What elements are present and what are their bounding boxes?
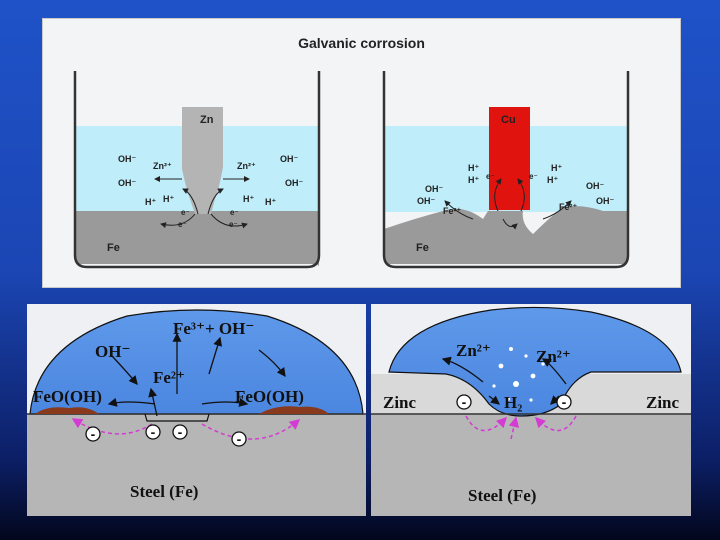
- galvanic-corrosion-panel: Galvanic corrosion: [42, 18, 681, 288]
- zn2-label-right: Zn²⁺: [536, 347, 571, 366]
- ion-h-r3: H⁺: [551, 163, 562, 173]
- hydroxide-label: OH⁻: [95, 342, 130, 361]
- electron-3: e⁻: [230, 208, 239, 217]
- electron-marker-3: -: [172, 424, 188, 440]
- steel-corrosion-panel: - - - - Fe³⁺+ OH⁻ OH⁻ Fe²⁺ FeO(OH) FeO(O…: [27, 304, 366, 516]
- ion-oh-4: OH⁻: [285, 178, 304, 188]
- steel-label-left: Steel (Fe): [130, 482, 198, 501]
- ion-zn-1: Zn²⁺: [153, 161, 172, 171]
- base-label-fe-right: Fe: [416, 242, 429, 254]
- ion-h-4: H⁺: [265, 197, 276, 207]
- fe2-label: Fe²⁺: [153, 368, 185, 387]
- electron-4: e⁻: [229, 220, 238, 229]
- ion-h-r2: H⁺: [468, 175, 479, 185]
- ion-oh-r4: OH⁻: [596, 196, 615, 206]
- ion-oh-1: OH⁻: [118, 154, 137, 164]
- svg-text:-: -: [237, 431, 242, 447]
- ion-h-r4: H⁺: [547, 175, 558, 185]
- svg-text:-: -: [178, 424, 183, 440]
- ion-oh-2: OH⁻: [118, 178, 137, 188]
- rod-label-cu: Cu: [501, 114, 516, 126]
- electron-marker-r2: -: [556, 394, 572, 410]
- zinc-label-right: Zinc: [646, 393, 680, 412]
- steel-substrate-right: [371, 414, 691, 516]
- rust-deposit-right: [259, 406, 329, 414]
- zinc-label-left: Zinc: [383, 393, 417, 412]
- beaker-wall-right: [382, 71, 630, 269]
- steel-label-right: Steel (Fe): [468, 486, 536, 505]
- zinc-iron-beaker: [73, 71, 321, 269]
- electron-r1: e⁻: [486, 172, 495, 181]
- water-droplet-right: [388, 306, 682, 417]
- ion-oh-r1: OH⁻: [425, 184, 444, 194]
- ion-h-r1: H⁺: [468, 163, 479, 173]
- zinc-coated-steel-panel: - - Zn²⁺ Zn²⁺ Zinc Zinc H₂ Steel (Fe): [371, 304, 691, 516]
- ion-oh-r2: OH⁻: [417, 196, 436, 206]
- hydrogen-label: H₂: [504, 393, 522, 412]
- iron-base-left: [75, 211, 319, 267]
- beaker-wall-left: [73, 71, 321, 269]
- svg-text:-: -: [151, 424, 156, 440]
- electron-marker-2: -: [145, 424, 161, 440]
- rust-deposit-left: [35, 407, 99, 414]
- electron-1: e⁻: [181, 208, 190, 217]
- zn2-label-left: Zn²⁺: [456, 341, 491, 360]
- ion-h-3: H⁺: [243, 194, 254, 204]
- feooh-label-left: FeO(OH): [33, 387, 102, 406]
- svg-text:-: -: [462, 394, 467, 410]
- iron-base-right: [384, 206, 628, 264]
- ion-oh-r3: OH⁻: [586, 181, 605, 191]
- ion-fe3-oh-label: Fe³⁺+ OH⁻: [173, 319, 254, 338]
- ion-zn-2: Zn²⁺: [237, 161, 256, 171]
- rod-label-zn: Zn: [200, 114, 214, 126]
- diagram-title: Galvanic corrosion: [298, 35, 425, 51]
- ion-h-1: H⁺: [145, 197, 156, 207]
- electron-marker-r1: -: [456, 394, 472, 410]
- water-droplet: [29, 309, 364, 415]
- galvanic-cells-illustration: Zn Fe OH⁻ OH⁻ OH⁻ OH⁻ Zn²⁺ Zn²⁺ H⁺ H⁺ H⁺…: [73, 71, 630, 269]
- ion-fe-r1: Fe²⁺: [443, 206, 462, 216]
- zinc-rod: [182, 107, 223, 214]
- electron-marker-4: -: [231, 431, 247, 447]
- steel-droplet-illustration: - - - - Fe³⁺+ OH⁻ OH⁻ Fe²⁺ FeO(OH) FeO(O…: [27, 309, 366, 516]
- ion-oh-3: OH⁻: [280, 154, 299, 164]
- ion-fe-r2: Fe²⁺: [559, 202, 578, 212]
- electron-r2: e⁻: [529, 172, 538, 181]
- ion-h-2: H⁺: [163, 194, 174, 204]
- svg-text:-: -: [562, 394, 567, 410]
- base-label-fe-left: Fe: [107, 242, 120, 254]
- electron-2: e⁻: [178, 220, 187, 229]
- copper-rod: [489, 107, 530, 210]
- steel-substrate: [27, 414, 366, 516]
- anodic-pit: [144, 413, 210, 422]
- feooh-label-right: FeO(OH): [235, 387, 304, 406]
- copper-iron-beaker: [382, 71, 630, 269]
- svg-text:-: -: [91, 426, 96, 442]
- electron-marker-1: -: [85, 426, 101, 442]
- zinc-droplet-illustration: - - Zn²⁺ Zn²⁺ Zinc Zinc H₂ Steel (Fe): [371, 306, 691, 516]
